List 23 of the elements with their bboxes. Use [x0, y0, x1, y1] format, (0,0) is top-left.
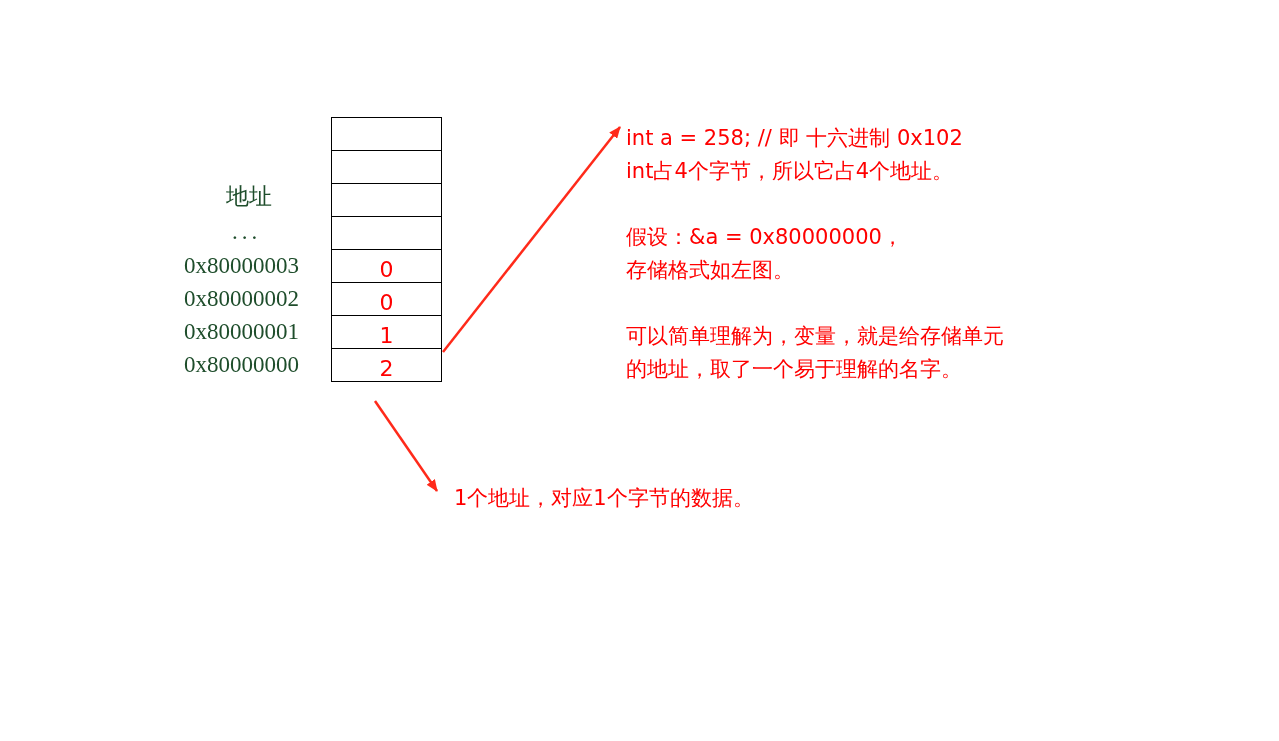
- note-text: 假设：&a = 0x80000000，: [626, 224, 904, 251]
- memory-cell: 0: [331, 282, 442, 316]
- note-text: 存储格式如左图。: [626, 257, 795, 284]
- address-label: 0x80000002: [184, 285, 299, 313]
- column-heading: 地址: [226, 183, 272, 211]
- note-text: int占4个字节，所以它占4个地址。: [626, 158, 955, 185]
- memory-cell: 1: [331, 315, 442, 349]
- address-label: 0x80000000: [184, 351, 299, 379]
- address-label: 0x80000001: [184, 318, 299, 346]
- note-text: 1个地址，对应1个字节的数据。: [454, 485, 755, 512]
- note-text: int a = 258; // 即 十六进制 0x102: [626, 125, 964, 152]
- memory-cell: 0: [331, 249, 442, 283]
- empty-memory-cell: [331, 183, 442, 217]
- note-text: 的地址，取了一个易于理解的名字。: [626, 356, 963, 383]
- empty-memory-cell: [331, 150, 442, 184]
- empty-memory-cell: [331, 216, 442, 250]
- ellipsis: ...: [232, 218, 262, 246]
- note-text: 可以简单理解为，变量，就是给存储单元: [626, 323, 1005, 350]
- arrow: [373, 400, 439, 492]
- empty-memory-cell: [331, 117, 442, 151]
- address-label: 0x80000003: [184, 252, 299, 280]
- arrow: [442, 126, 621, 353]
- memory-cell: 2: [331, 348, 442, 382]
